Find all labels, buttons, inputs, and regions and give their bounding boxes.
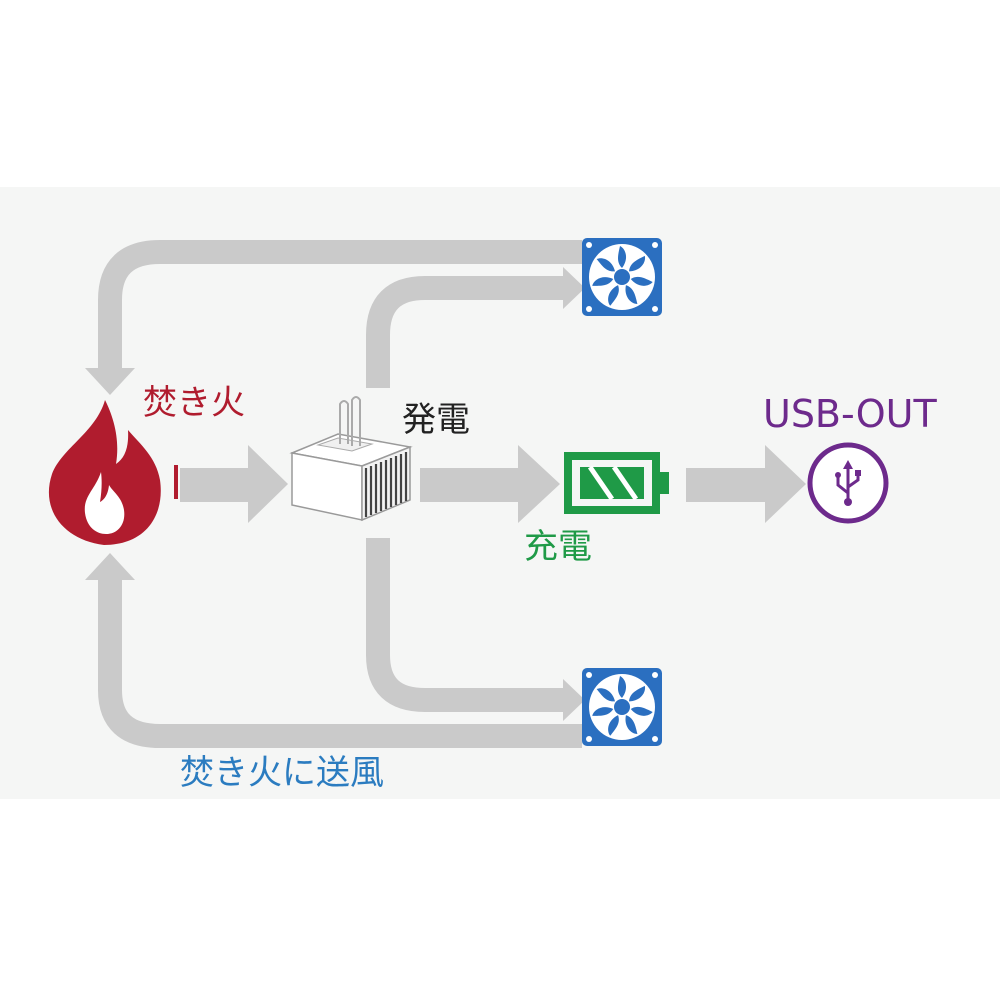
arrow-fan-to-fire-bottom (98, 577, 582, 748)
arrow-generator-to-top-fan (366, 276, 565, 388)
arrowhead-top-fan (563, 267, 585, 309)
arrow-generator-to-bottom-fan (366, 538, 565, 712)
fan-icon-top (582, 238, 662, 316)
arrowhead-bottom-fan (563, 679, 585, 721)
fire-label: 焚き火 (143, 383, 245, 423)
arrow-generator-to-battery-shaft (420, 468, 520, 502)
thermoelectric-generator-icon (289, 396, 413, 522)
fan-icon-bottom (582, 668, 662, 746)
charge-label: 充電 (524, 527, 592, 567)
generate-label: 発電 (402, 400, 470, 440)
blow-to-fire-label: 焚き火に送風 (180, 753, 384, 793)
fire-icon (48, 400, 178, 545)
arrow-fire-to-generator-shaft (180, 468, 250, 502)
arrow-fan-to-fire-top (98, 240, 582, 370)
arrow-generator-to-battery-head (518, 445, 560, 523)
arrow-battery-to-usb-shaft (686, 468, 768, 502)
arrowhead-into-fire-bottom (85, 553, 135, 580)
flow-arrows (85, 240, 806, 748)
battery-icon (564, 452, 669, 514)
arrow-battery-to-usb-head (765, 445, 806, 523)
arrowhead-into-fire-top (85, 368, 135, 395)
arrow-fire-to-generator-head (248, 445, 288, 523)
usb-icon (807, 442, 889, 524)
usb-out-label: USB-OUT (763, 392, 937, 436)
